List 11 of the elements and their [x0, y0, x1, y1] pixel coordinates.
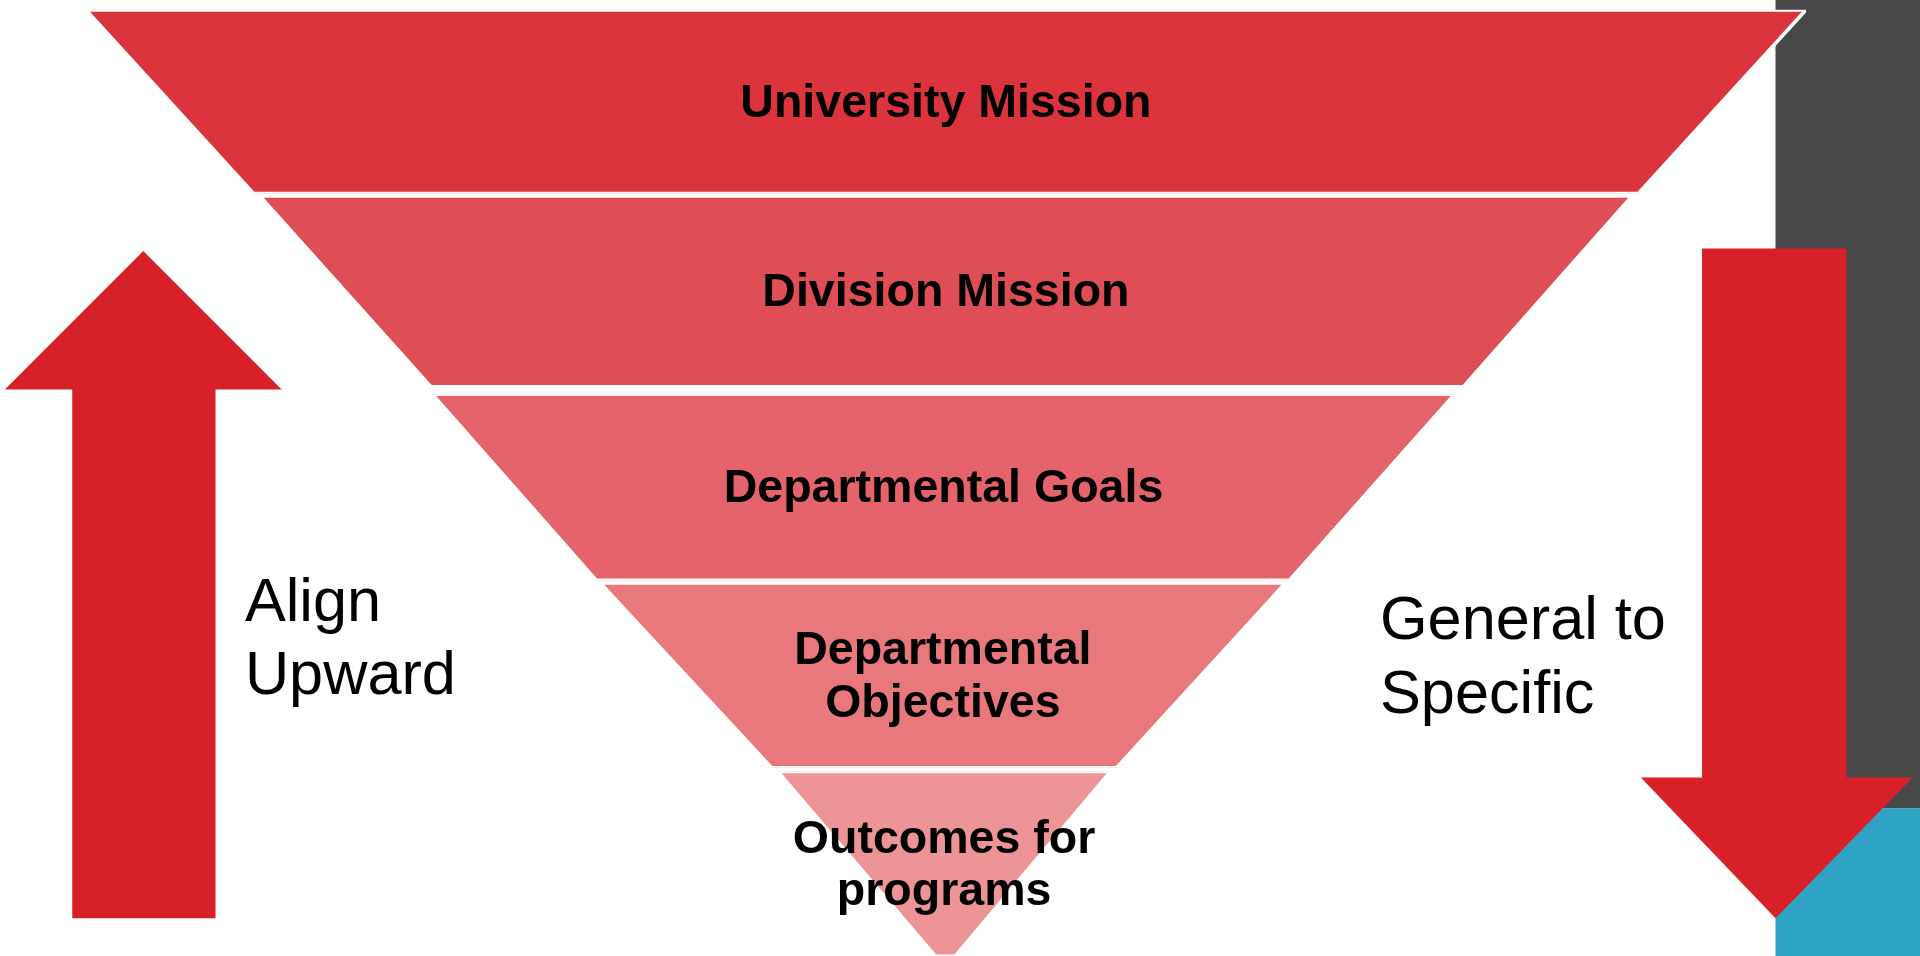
- band-label: Departmental Objectives: [793, 621, 1093, 729]
- band-label: Outcomes for programs: [791, 810, 1097, 918]
- funnel-band: [600, 582, 1286, 768]
- funnel-band: [777, 771, 1111, 956]
- funnel-band: [85, 9, 1807, 194]
- band-label: Departmental Goals: [722, 460, 1165, 515]
- side-label: General to Specific: [1380, 583, 1667, 729]
- funnel-band: [432, 394, 1455, 581]
- band-label: Division Mission: [761, 264, 1131, 319]
- band-label: University Mission: [739, 74, 1153, 129]
- side-label: Align Upward: [244, 564, 457, 710]
